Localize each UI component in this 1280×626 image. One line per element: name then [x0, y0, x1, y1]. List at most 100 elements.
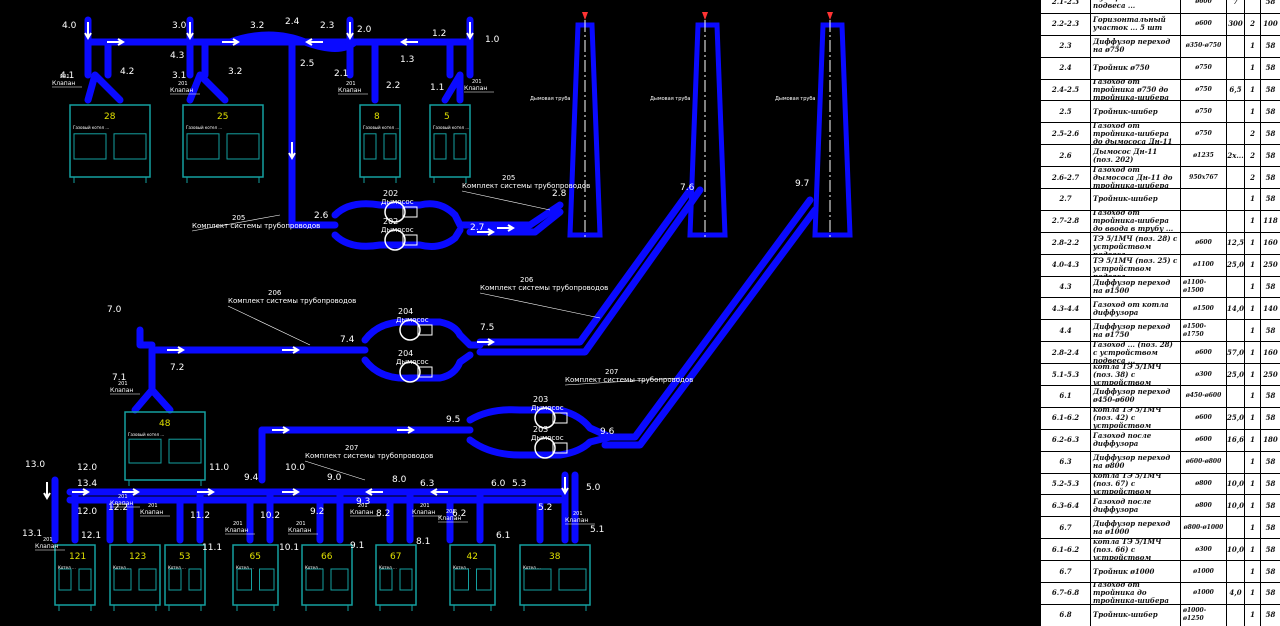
- spec-cell-m: 58: [1260, 276, 1280, 298]
- spec-cell-m: 58: [1260, 79, 1280, 101]
- pipe-label: Комплект системы трубопроводов: [228, 297, 356, 305]
- flow-arrow: [282, 488, 300, 496]
- node-label: 12.2: [108, 503, 128, 513]
- valve-label: Клапан: [225, 527, 248, 534]
- spec-cell-pos: 2.5-2.6: [1040, 123, 1090, 145]
- spec-cell-u: 1: [1244, 385, 1260, 407]
- spec-cell-size: ø1100: [1180, 254, 1226, 276]
- spec-cell-size: ø750: [1180, 101, 1226, 123]
- spec-cell-qty: [1226, 167, 1244, 188]
- fan-label: Дымосос: [381, 198, 414, 206]
- node-label: 8.2: [376, 509, 390, 519]
- spec-cell-qty: [1226, 101, 1244, 123]
- spec-cell-m: 58: [1260, 0, 1280, 13]
- spec-cell-pos: 6.1-6.2: [1040, 539, 1090, 561]
- spec-cell-u: 2: [1244, 145, 1260, 167]
- valve-label: Клапан: [350, 509, 373, 516]
- flow-arrow: [430, 488, 448, 496]
- spec-cell-u: 2: [1244, 167, 1260, 188]
- fan-label: Дымосос: [396, 358, 429, 366]
- valve-code: 201: [296, 521, 306, 527]
- boiler-door: [188, 568, 202, 591]
- spec-cell-pos: 4.4: [1040, 320, 1090, 342]
- fan-label: Дымосос: [531, 404, 564, 412]
- node-label: 5.0: [586, 483, 601, 493]
- fan-casing: [534, 407, 556, 429]
- spec-cell-u: 1: [1244, 232, 1260, 254]
- fan-motor: [552, 412, 568, 424]
- duct-segment: [601, 206, 819, 449]
- flow-arrow: [400, 38, 418, 46]
- spec-cell-m: 58: [1260, 35, 1280, 57]
- boiler-unit: 66Котел ...: [301, 544, 353, 611]
- boiler-number: 67: [390, 552, 401, 562]
- spec-cell-m: 250: [1260, 364, 1280, 385]
- node-label: 1.1: [430, 83, 444, 93]
- valve-code: 201: [178, 81, 188, 87]
- node-label: 2.3: [320, 21, 334, 31]
- spec-cell-size: ø600: [1180, 13, 1226, 35]
- spec-cell-u: 1: [1244, 210, 1260, 232]
- boiler-door: [558, 568, 587, 591]
- node-label: 3.2: [228, 67, 242, 77]
- node-label: 7.5: [480, 323, 494, 333]
- boiler-number: 38: [549, 552, 561, 562]
- flow-arrow: [186, 22, 194, 40]
- elevation-marker: [827, 12, 833, 20]
- spec-cell-qty: [1226, 35, 1244, 57]
- boiler-door: [78, 568, 92, 591]
- spec-cell-qty: [1226, 451, 1244, 473]
- valve-code: 201: [43, 537, 53, 543]
- spec-cell-m: 58: [1260, 145, 1280, 167]
- valve-label: Клапан: [412, 509, 435, 516]
- spec-cell-name: Газоход выхода из котла ТЭ 5/1МЧ (поз. 4…: [1090, 407, 1180, 429]
- node-label: 10.2: [260, 511, 280, 521]
- spec-cell-m: 58: [1260, 407, 1280, 429]
- spec-cell-m: 58: [1260, 539, 1280, 561]
- spec-cell-m: 58: [1260, 101, 1280, 123]
- spec-cell-qty: 2х...: [1226, 145, 1244, 167]
- flow-arrow: [477, 228, 495, 236]
- chimney-label: Дымовая труба: [650, 96, 691, 102]
- spec-cell-size: ø800: [1180, 473, 1226, 495]
- node-label: 4.1: [60, 71, 74, 81]
- chimney-outline: [567, 22, 603, 238]
- node-label: 13.0: [25, 460, 45, 470]
- pipe-code: 206: [520, 276, 534, 284]
- spec-cell-m: 58: [1260, 473, 1280, 495]
- node-label: 11.0: [209, 463, 229, 473]
- specification-table: 2.1-2.3с устройством подвеса ...ø6007582…: [1040, 0, 1280, 626]
- spec-cell-qty: 57,0: [1226, 342, 1244, 364]
- chimney: Дымовая труба: [775, 12, 853, 240]
- spec-cell-name: Газоход ... (поз. 28) с устройством подв…: [1090, 342, 1180, 364]
- spec-cell-qty: 300: [1226, 13, 1244, 35]
- boiler-caption: Котел ...: [379, 565, 397, 570]
- spec-cell-size: ø800-ø1000: [1180, 517, 1226, 539]
- valve-label: Клапан: [140, 509, 163, 516]
- boiler-unit: 53Котел ...: [164, 544, 206, 611]
- spec-cell-qty: 7: [1226, 0, 1244, 13]
- spec-cell-u: 1: [1244, 79, 1260, 101]
- spec-cell-u: 2: [1244, 13, 1260, 35]
- spec-cell-qty: 4,0: [1226, 582, 1244, 604]
- spec-cell-qty: [1226, 561, 1244, 582]
- boiler-caption: Газовый котел ...: [73, 125, 109, 130]
- spec-cell-qty: [1226, 188, 1244, 210]
- node-label: 2.8: [552, 189, 567, 199]
- flow-arrow: [72, 488, 90, 496]
- spec-cell-m: 58: [1260, 495, 1280, 517]
- spec-cell-u: [1244, 0, 1260, 13]
